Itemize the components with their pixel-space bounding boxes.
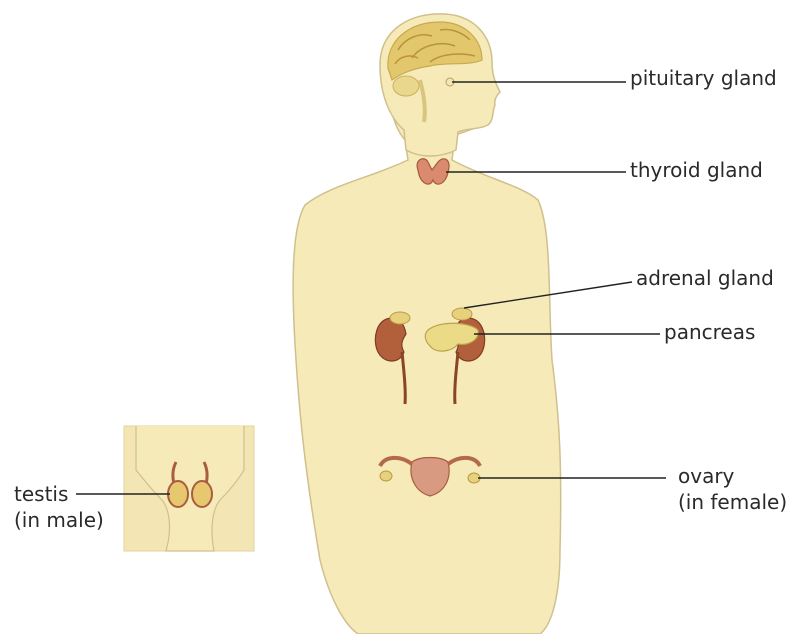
pancreas [424, 322, 479, 352]
right-testis [191, 480, 213, 508]
left-ovary [379, 470, 393, 482]
left-testis [167, 480, 189, 508]
left-ureter [400, 351, 407, 405]
brain [387, 21, 483, 81]
left-kidney [374, 317, 407, 362]
right-ureter [453, 351, 460, 405]
adrenal-leader-line [463, 281, 633, 309]
left-adrenal-gland [389, 311, 411, 325]
ovary-label: ovary [678, 464, 735, 488]
right-adrenal-gland [451, 307, 473, 321]
pituitary-gland-label: pituitary gland [630, 66, 777, 90]
testis-label-note: (in male) [14, 508, 104, 532]
thyroid-gland-label: thyroid gland [630, 158, 763, 182]
pancreas-label: pancreas [664, 320, 756, 344]
male-inset [123, 425, 255, 552]
testis-label: testis [14, 482, 69, 506]
adrenal-gland-label: adrenal gland [636, 266, 774, 290]
ovary-label-note: (in female) [678, 490, 788, 514]
male-inset-body [135, 426, 245, 552]
fallopian-tubes [378, 455, 482, 468]
uterus [410, 456, 450, 497]
brainstem [418, 79, 427, 123]
cerebellum [392, 75, 420, 97]
brain-folds [394, 28, 476, 65]
